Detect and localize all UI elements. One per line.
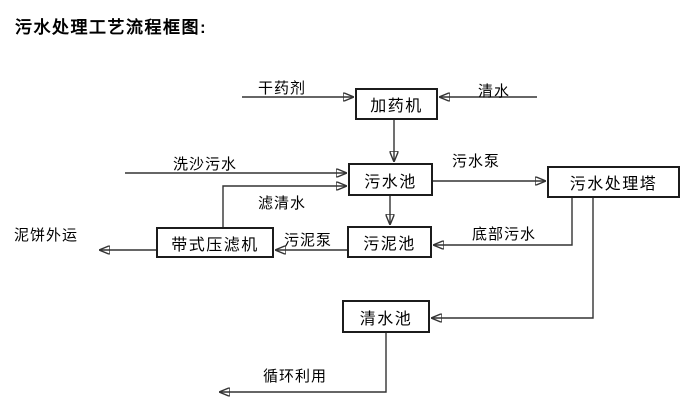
node-sludge-pool: 污泥池 [347,226,432,258]
flow-label-recycle-use: 循环利用 [263,368,328,385]
flow-label-bottom-sewage: 底部污水 [472,226,537,243]
flow-label-sand-washing-sewage: 洗沙污水 [173,156,238,173]
flow-label-clean-water: 清水 [478,83,511,100]
flow-label-filtered-water: 滤清水 [258,195,307,212]
node-sewage-pool: 污水池 [348,163,433,196]
node-dosing-machine: 加药机 [355,88,438,120]
flow-label-sludge-pump: 污泥泵 [284,232,333,249]
flow-label-mud-cake-out: 泥饼外运 [14,227,79,244]
arrow-treatment-tower-to-clean-water-pool [432,198,594,318]
flow-label-sewage-pump: 污水泵 [452,153,501,170]
node-belt-filter-press: 带式压滤机 [156,227,274,258]
page-title: 污水处理工艺流程框图: [15,18,208,37]
flow-label-dry-chemical: 干药剂 [258,80,307,97]
node-sewage-treatment-tower: 污水处理塔 [547,166,680,198]
node-clean-water-pool: 清水池 [342,300,430,333]
